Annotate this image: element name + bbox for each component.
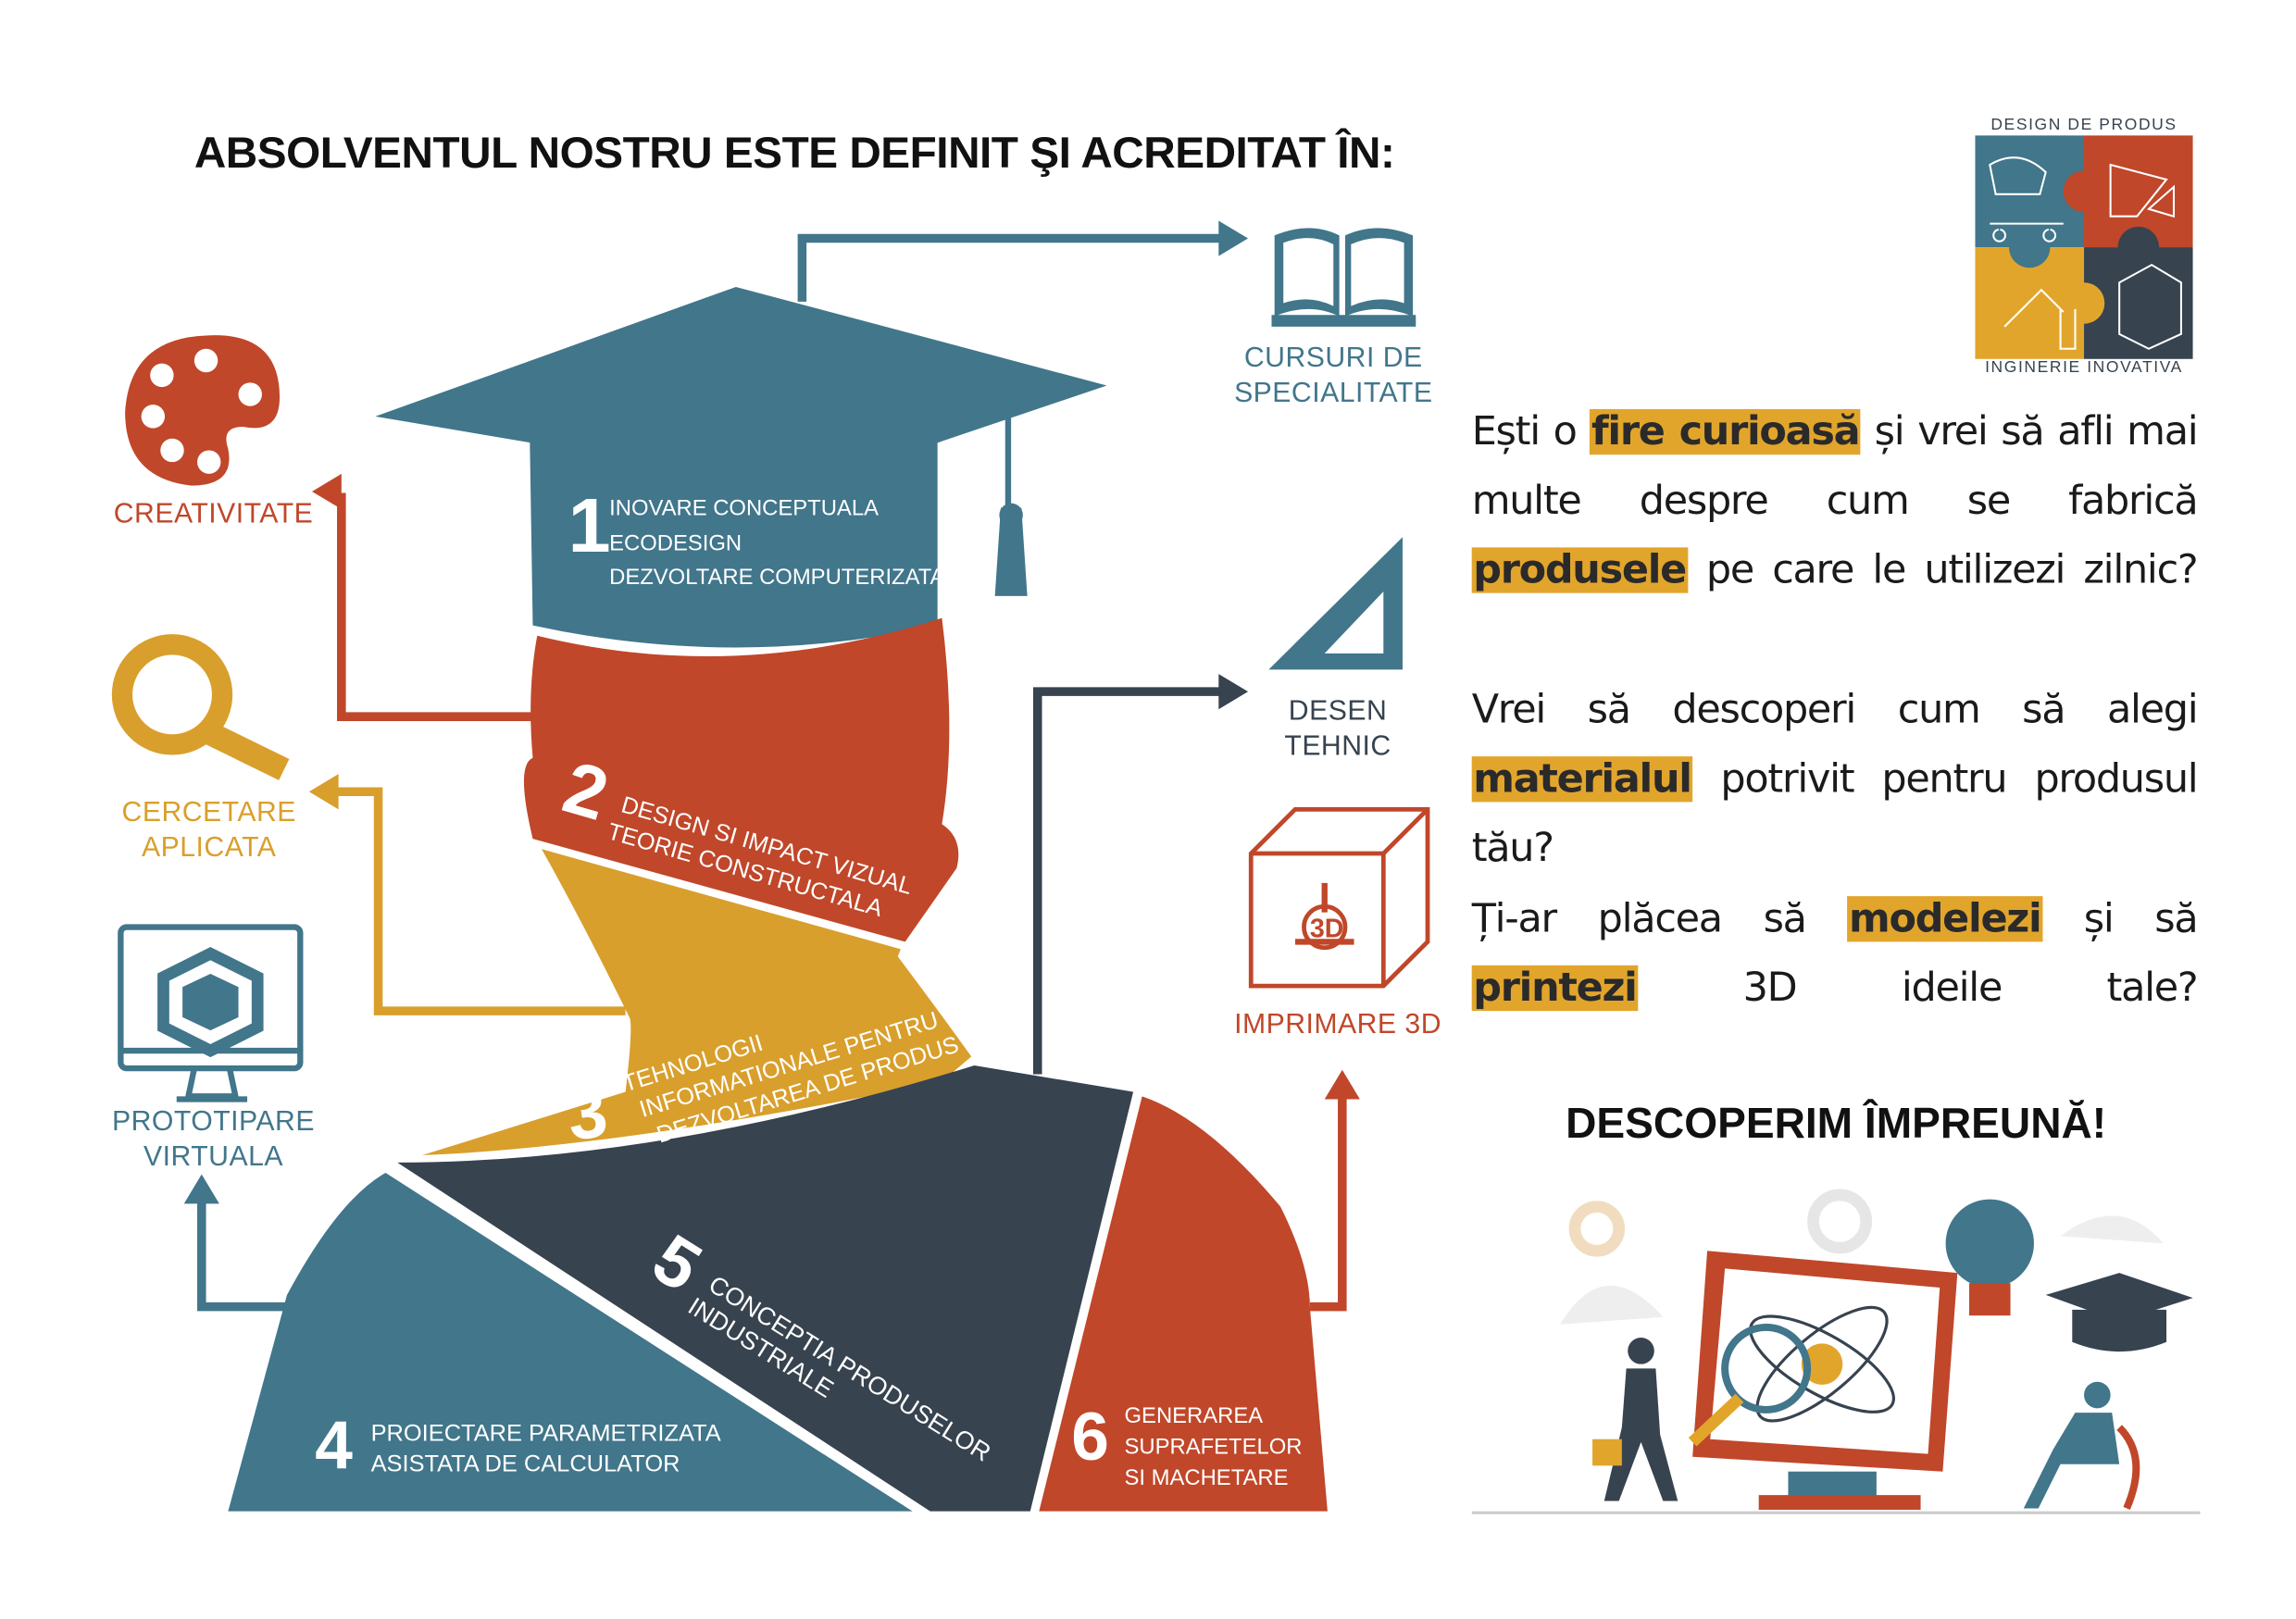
segment-num: 4 [315, 1409, 353, 1484]
segment-6-arm [1039, 1096, 1328, 1512]
page-title: ABSOLVENTUL NOSTRU ESTE DEFINIT ŞI ACRED… [193, 129, 1395, 179]
arrow-creativitate [337, 492, 533, 721]
text: potrivit pentru produsul tău? [1471, 756, 2199, 872]
book-icon [1271, 228, 1416, 327]
arrow-prototipare [197, 1199, 287, 1312]
lightbulb-icon [1945, 1199, 2034, 1316]
set-square-icon [1268, 537, 1403, 670]
label-line: TEHNIC [1284, 731, 1391, 763]
label-line: DESEN [1288, 695, 1388, 728]
highlight: printezi [1471, 965, 1639, 1012]
segment-text: INOVARE CONCEPTUALA [609, 495, 879, 520]
label-line: CURSURI DE [1243, 342, 1423, 374]
monitor-icon [1692, 1251, 1958, 1511]
segment-5-torso [397, 1065, 1134, 1512]
monitor-cube-icon [118, 924, 304, 1102]
text: Ești o [1471, 408, 1591, 455]
segment-text: SI MACHETARE [1125, 1465, 1289, 1490]
highlight: fire curioasă [1590, 408, 1861, 455]
segment-4-shoulder [228, 1172, 913, 1512]
person-walking [1592, 1338, 1678, 1501]
palette-icon [125, 335, 281, 486]
segment-1-cap [375, 286, 1107, 648]
magnifier-icon [1688, 1323, 1812, 1447]
illustration [1471, 1189, 2201, 1514]
highlight: modelezi [1847, 896, 2043, 942]
text: 3D ideile tale? [1638, 965, 2199, 1012]
logo-puzzle [1975, 135, 2193, 359]
text: Ți-ar plăcea să [1471, 896, 1848, 942]
text: pe care le utilizezi zilnic? [1687, 547, 2199, 593]
label-line: APLICATA [142, 832, 277, 865]
segment-text: ASISTATA DE CALCULATOR [371, 1451, 680, 1477]
subtitle: DESCOPERIM ÎMPREUNĂ! [1566, 1101, 2107, 1148]
text: și vrei să afli mai multe despre cum se … [1471, 408, 2199, 524]
label-line: SPECIALITATE [1234, 378, 1433, 409]
label-line: CREATIVITATE [113, 498, 314, 530]
arrow-desen [1032, 687, 1222, 1075]
graduation-cap-icon [2045, 1273, 2193, 1352]
text: Vrei să descoperi cum să alegi [1471, 687, 2199, 733]
arrow-cercetare [335, 787, 626, 1015]
paragraph-1: Ești o fire curioasă și vrei să afli mai… [1471, 397, 2199, 604]
arrow-cursuri [797, 233, 1222, 302]
svg-text:3D: 3D [1310, 915, 1344, 944]
label-line: VIRTUALA [143, 1141, 283, 1173]
person-sitting [2023, 1381, 2140, 1511]
highlight: materialul [1471, 756, 1693, 803]
segment-2-face [523, 617, 959, 942]
label-line: IMPRIMARE 3D [1234, 1009, 1441, 1040]
highlight: produsele [1471, 547, 1688, 593]
segment-text: GENERAREA [1125, 1403, 1264, 1428]
gear-icon [1807, 1189, 1873, 1254]
paragraph-3: Ți-ar plăcea să modelezi și să printezi … [1471, 884, 2199, 1022]
label-line: CERCETARE [121, 797, 296, 829]
text: și să [2042, 896, 2199, 942]
segment-num: 6 [1071, 1400, 1109, 1475]
segment-3-neck [422, 849, 972, 1155]
segment-num: 3 [562, 1073, 612, 1156]
paragraph-2: Vrei să descoperi cum să alegi materialu… [1471, 676, 2199, 883]
gear-icon [1568, 1201, 1626, 1257]
segment-text: ECODESIGN [609, 531, 742, 556]
magnifier-icon [111, 634, 290, 780]
arrow-imprimare [1309, 1096, 1347, 1312]
3d-printer-icon: 3D [1248, 806, 1430, 989]
segment-num: 1 [568, 482, 611, 568]
label-line: PROTOTIPARE [112, 1106, 315, 1138]
segment-text: SUPRAFETELOR [1125, 1435, 1303, 1460]
segment-text: PROIECTARE PARAMETRIZATA [371, 1420, 721, 1446]
label-imprimare: IMPRIMARE 3D [1220, 1008, 1455, 1043]
logo-bottom-text: INGINERIE INOVATIVA [1985, 358, 2183, 377]
label-creativitate: CREATIVITATE [88, 497, 338, 532]
logo-top-text: DESIGN DE PRODUS [1990, 116, 2177, 134]
segment-text: DEZVOLTARE COMPUTERIZATA [609, 565, 944, 590]
label-cursuri: CURSURI DE SPECIALITATE [1216, 342, 1451, 412]
